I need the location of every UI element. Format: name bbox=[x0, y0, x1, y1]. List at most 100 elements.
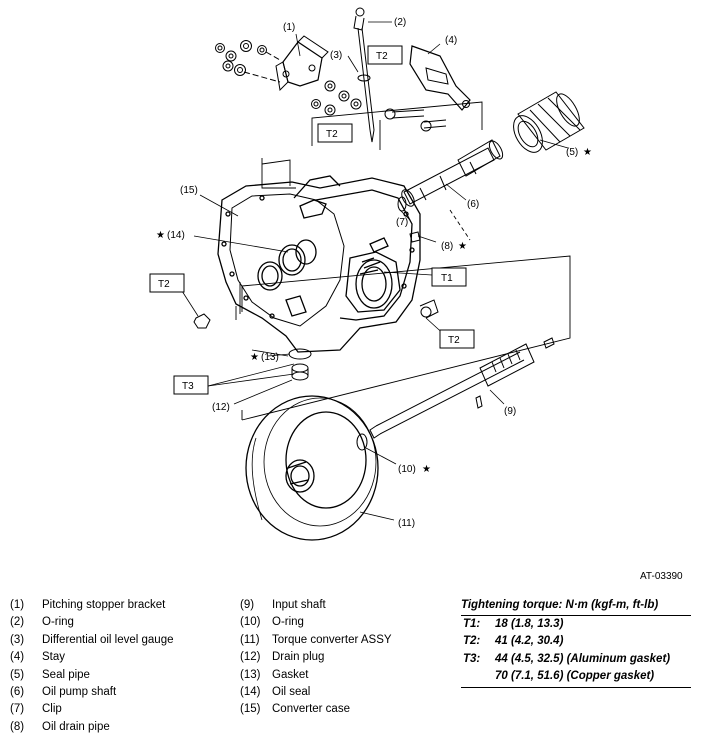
torque-box-t2-bracket bbox=[317, 123, 353, 143]
legend-item: (1) Pitching stopper bracket bbox=[10, 597, 173, 614]
torque-row-label: T1: bbox=[463, 618, 481, 630]
callout-7: (7) bbox=[396, 217, 408, 228]
legend-item: (3) Differential oil level gauge bbox=[10, 632, 173, 649]
callout-8-star: ★ bbox=[458, 241, 467, 252]
stay bbox=[384, 45, 471, 132]
callout-4: (4) bbox=[445, 35, 457, 46]
legend-name: O-ring bbox=[42, 616, 74, 629]
legend-name: Differential oil level gauge bbox=[42, 633, 174, 646]
legend-num: (5) bbox=[10, 668, 25, 681]
legend-num: (10) bbox=[240, 616, 261, 629]
legend-name: Seal pipe bbox=[42, 668, 90, 681]
callout-1: (1) bbox=[283, 22, 295, 33]
torque-row-value: 44 (4.5, 32.5) (Aluminum gasket) bbox=[495, 652, 671, 665]
torque-box-t1 bbox=[431, 267, 467, 287]
callout-11: (11) bbox=[398, 518, 415, 529]
parts-legend-col1: (1) Pitching stopper bracket (2) O-ring (3… bbox=[10, 597, 173, 736]
legend-item: (2) O-ring bbox=[10, 614, 173, 631]
oil-pump-shaft bbox=[401, 139, 504, 207]
case-bolt bbox=[193, 313, 211, 329]
callout-15: (15) bbox=[180, 185, 198, 196]
legend-name: Stay bbox=[42, 651, 66, 664]
legend-num: (13) bbox=[240, 668, 261, 681]
legend-num: (1) bbox=[10, 599, 25, 611]
torque-row: T2:41 (4.2, 30.4) bbox=[461, 633, 691, 650]
torque-label-t2-bracket: T2 bbox=[326, 129, 338, 140]
legend-name: Oil drain pipe bbox=[42, 720, 110, 733]
legend-name: O-ring bbox=[272, 616, 304, 629]
callout-9: (9) bbox=[504, 406, 516, 417]
legend-item: (7) Clip bbox=[10, 701, 173, 718]
legend-name: Input shaft bbox=[272, 599, 326, 611]
leader-lines bbox=[181, 21, 569, 521]
legend-num: (8) bbox=[10, 720, 25, 733]
seal-pipe bbox=[513, 91, 585, 153]
converter-case bbox=[217, 175, 421, 353]
legend-item: (5) Seal pipe bbox=[10, 667, 173, 684]
pitching-stopper-bracket bbox=[275, 35, 329, 92]
torque-table: Tightening torque: N·m (kgf-m, ft-lb) T1… bbox=[461, 597, 691, 688]
legend-num: (11) bbox=[240, 633, 260, 646]
torque-label-t3: T3 bbox=[182, 381, 194, 392]
callout-6: (6) bbox=[467, 199, 479, 210]
callout-10: (10) bbox=[398, 464, 416, 475]
case-bolt-right bbox=[419, 299, 439, 319]
legend-name: Oil pump shaft bbox=[42, 686, 117, 699]
legend-num: (12) bbox=[240, 651, 261, 664]
legend-item: (6) Oil pump shaft bbox=[10, 684, 173, 701]
o-ring-10 bbox=[356, 433, 368, 451]
legend-num: (7) bbox=[10, 703, 25, 716]
callout-5: (5) bbox=[566, 147, 578, 158]
callout-14-star: ★ bbox=[156, 230, 165, 241]
torque-box-t3 bbox=[173, 375, 209, 395]
legend-item: (10) O-ring bbox=[240, 614, 392, 631]
torque-row-label: T2: bbox=[463, 635, 481, 648]
legend-num: (9) bbox=[240, 599, 255, 611]
torque-row: T1:18 (1.8, 13.3) bbox=[461, 616, 691, 633]
callout-3: (3) bbox=[330, 50, 342, 61]
legend-num: (3) bbox=[10, 633, 25, 646]
legend-item: (12) Drain plug bbox=[240, 649, 392, 666]
torque-label-t1: T1 bbox=[441, 273, 453, 284]
torque-row-label bbox=[461, 668, 495, 685]
callout-13: (13) bbox=[261, 352, 279, 363]
callout-14: (14) bbox=[167, 230, 185, 241]
legend-num: (15) bbox=[240, 703, 261, 716]
legend-item: (15)Converter case bbox=[240, 701, 392, 718]
legend-name: Clip bbox=[42, 703, 62, 716]
input-shaft bbox=[369, 337, 555, 439]
legend-name: Torque converter ASSY bbox=[272, 633, 392, 646]
legend-name: Drain plug bbox=[272, 651, 325, 664]
legend-num: (6) bbox=[10, 686, 25, 699]
callout-5-star: ★ bbox=[583, 147, 592, 158]
torque-table-title: Tightening torque: N·m (kgf-m, ft-lb) bbox=[461, 597, 691, 616]
callout-10-star: ★ bbox=[422, 464, 431, 475]
legend-item: (11) Torque converter ASSY bbox=[240, 632, 392, 649]
torque-table-rule bbox=[461, 686, 691, 688]
torque-box-t2-left bbox=[149, 273, 185, 293]
bracket-bolts-group bbox=[215, 40, 362, 116]
torque-converter bbox=[245, 395, 379, 541]
legend-name: Oil seal bbox=[272, 686, 311, 699]
figure-id: AT-03390 bbox=[640, 571, 683, 582]
callout-2: (2) bbox=[394, 17, 406, 28]
torque-row-value: 70 (7.1, 51.6) (Copper gasket) bbox=[495, 670, 655, 683]
assembly-guide-lines bbox=[235, 101, 571, 421]
differential-oil-level-gauge bbox=[353, 7, 375, 143]
legend-name: Gasket bbox=[272, 668, 309, 681]
torque-label-t2-left: T2 bbox=[158, 279, 170, 290]
legend-num: (2) bbox=[10, 616, 25, 629]
torque-label-t2-right: T2 bbox=[448, 335, 460, 346]
legend-num: (4) bbox=[10, 651, 25, 664]
callout-13-star: ★ bbox=[250, 352, 259, 363]
torque-row-label: T3: bbox=[463, 652, 481, 665]
legend-item: (4) Stay bbox=[10, 649, 173, 666]
torque-row: T3: 44 (4.5, 32.5) (Aluminum gasket) bbox=[461, 651, 691, 668]
legend-item: (14) Oil seal bbox=[240, 684, 392, 701]
legend-name: Pitching stopper bracket bbox=[42, 599, 166, 611]
legend-num: (14) bbox=[240, 686, 261, 699]
clip bbox=[397, 196, 407, 212]
legend-item: (13) Gasket bbox=[240, 667, 392, 684]
torque-row: 70 (7.1, 51.6) (Copper gasket) bbox=[461, 668, 691, 685]
legend-item: (8) Oil drain pipe bbox=[10, 719, 173, 736]
